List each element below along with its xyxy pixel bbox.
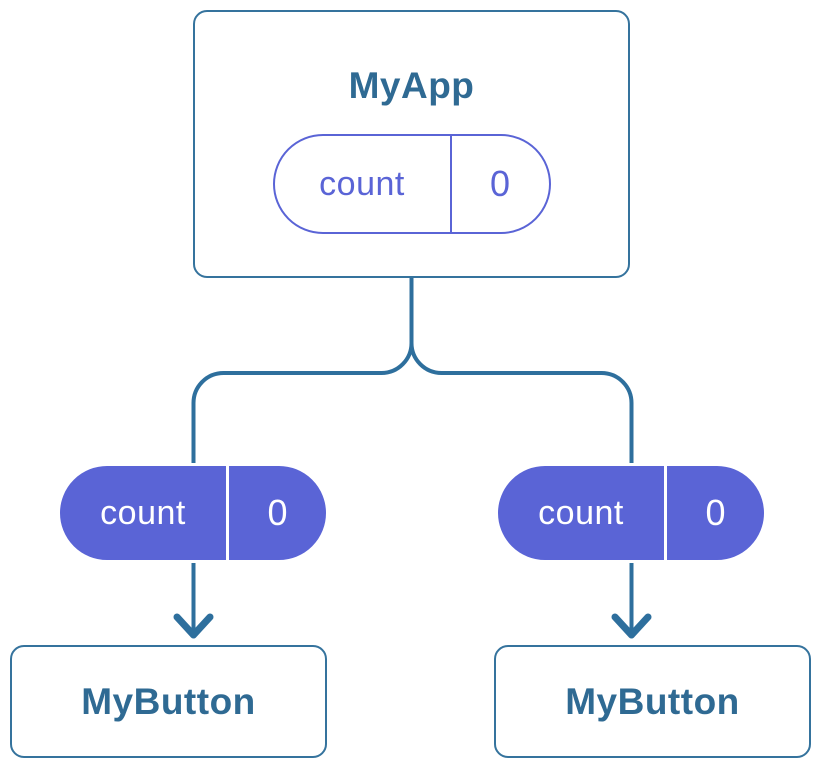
component-title: MyButton [81,680,256,722]
component-title: MyButton [565,680,740,722]
branch-right-line [409,342,634,632]
prop-value: 0 [705,492,726,533]
prop-name: count [100,493,186,532]
pill-divider [664,466,667,560]
component-title: MyApp [348,65,475,106]
pill-divider [226,466,229,560]
state-name: count [319,164,405,203]
left-arrowhead-icon [173,613,214,639]
pill-divider [449,136,452,232]
state-pill: count 0 [272,134,551,234]
prop-pill-left: count 0 [57,463,329,563]
state-value: 0 [489,163,511,204]
prop-value: 0 [267,492,288,533]
right-arrowhead-icon [611,613,652,639]
component-card-myapp: MyApp count 0 [193,10,630,278]
prop-name: count [538,493,624,532]
component-card-mybutton-left: MyButton [10,645,327,758]
branch-left-line [191,342,414,632]
component-card-mybutton-right: MyButton [494,645,811,758]
prop-pill-right: count 0 [495,463,767,563]
